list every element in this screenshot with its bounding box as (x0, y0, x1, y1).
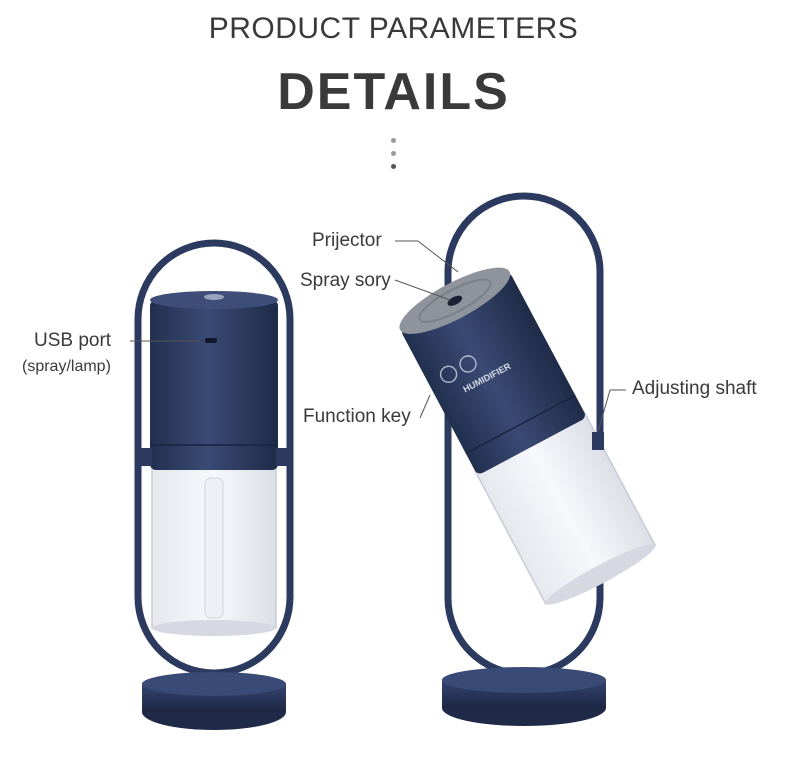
left-body (150, 300, 278, 470)
right-tank-bottom (545, 544, 656, 605)
dot (391, 164, 396, 169)
shaft-line-b (597, 389, 611, 433)
left-spray-hole (204, 294, 224, 300)
pre-title: PRODUCT PARAMETERS (208, 12, 579, 45)
adjusting-shaft-label: Adjusting shaft (632, 378, 757, 399)
function-key-line (419, 394, 431, 419)
spray-label: Spray sory (300, 270, 391, 291)
left-wick (204, 477, 224, 619)
left-base-top (142, 672, 286, 696)
right-humidifier: HUMIDIFIER (399, 192, 657, 726)
usb-port-sublabel: (spray/lamp) (22, 358, 111, 375)
function-key-label: Function key (303, 406, 411, 427)
dot (391, 151, 396, 156)
function-key-2 (459, 355, 477, 373)
usb-port-label: USB port (34, 330, 112, 351)
left-pivot-l (140, 448, 152, 466)
projector-line-b (417, 240, 459, 273)
right-base-top (442, 667, 606, 693)
page-title: DETAILS (277, 63, 510, 121)
left-humidifier (134, 239, 294, 730)
left-tank-bottom (152, 620, 276, 636)
left-pivot-r (276, 448, 288, 466)
right-body-seam (465, 394, 576, 455)
dot (391, 138, 396, 143)
projector-label: Prijector (312, 230, 382, 251)
left-usb-port (205, 338, 217, 343)
spray-line (394, 279, 451, 301)
right-spray-hole (447, 295, 463, 306)
function-key-1 (439, 365, 458, 384)
right-top-ring (418, 278, 492, 323)
divider-dots (391, 138, 397, 177)
adjusting-shaft (592, 432, 604, 450)
